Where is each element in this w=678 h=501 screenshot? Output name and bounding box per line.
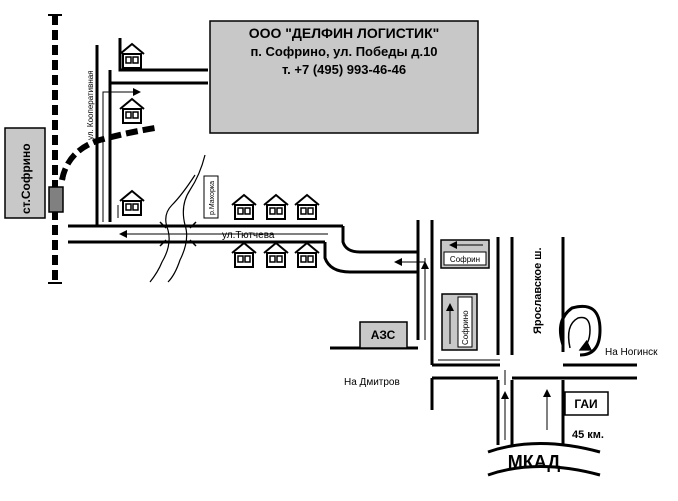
police-label: ГАИ (574, 397, 597, 411)
house-icon (119, 190, 145, 216)
highway-label: Ярославское ш. (532, 247, 544, 334)
bridge (159, 221, 197, 247)
river-label-box (203, 175, 219, 219)
to-noginsk-label: На Ногинск (605, 347, 658, 358)
river-label: р.Махорка (209, 181, 216, 215)
km-label: 45 км. (572, 429, 604, 441)
sign-sofrino-h-label: Софрин (450, 255, 480, 264)
river (149, 154, 206, 283)
roads (68, 38, 637, 477)
company-box (209, 20, 479, 134)
station-label: ст.Софрино (19, 143, 33, 214)
company-address: п. Софрино, ул. Победы д.10 (250, 44, 437, 59)
house-icon (263, 242, 289, 268)
house-icon (294, 242, 320, 268)
interchange-loop (559, 304, 602, 357)
house-icon (231, 194, 257, 220)
railway (48, 14, 62, 284)
railway-branch (59, 125, 156, 181)
company-phone: т. +7 (495) 993-46-46 (282, 62, 406, 77)
gas-station-label: АЗС (371, 328, 396, 342)
company-name: ООО "ДЕЛФИН ЛОГИСТИК" (249, 25, 440, 41)
police-box (564, 391, 609, 416)
ring-road-label: МКАД (508, 452, 561, 472)
street-kooperativnaya-label: ул. Кооперативная (86, 70, 95, 140)
house-icon (119, 43, 145, 69)
house-icon (231, 242, 257, 268)
to-dmitrov-label: На Дмитров (344, 377, 400, 388)
house-icon (119, 98, 145, 124)
station-platform (48, 186, 64, 213)
street-tyutcheva-label: ул.Тютчева (222, 230, 275, 241)
arrow-icon (102, 88, 551, 440)
sign-sofrino-v-label: Софрино (461, 310, 470, 345)
station-box (4, 127, 46, 219)
gas-station-box (359, 321, 408, 349)
house-icon (294, 194, 320, 220)
house-icon (263, 194, 289, 220)
